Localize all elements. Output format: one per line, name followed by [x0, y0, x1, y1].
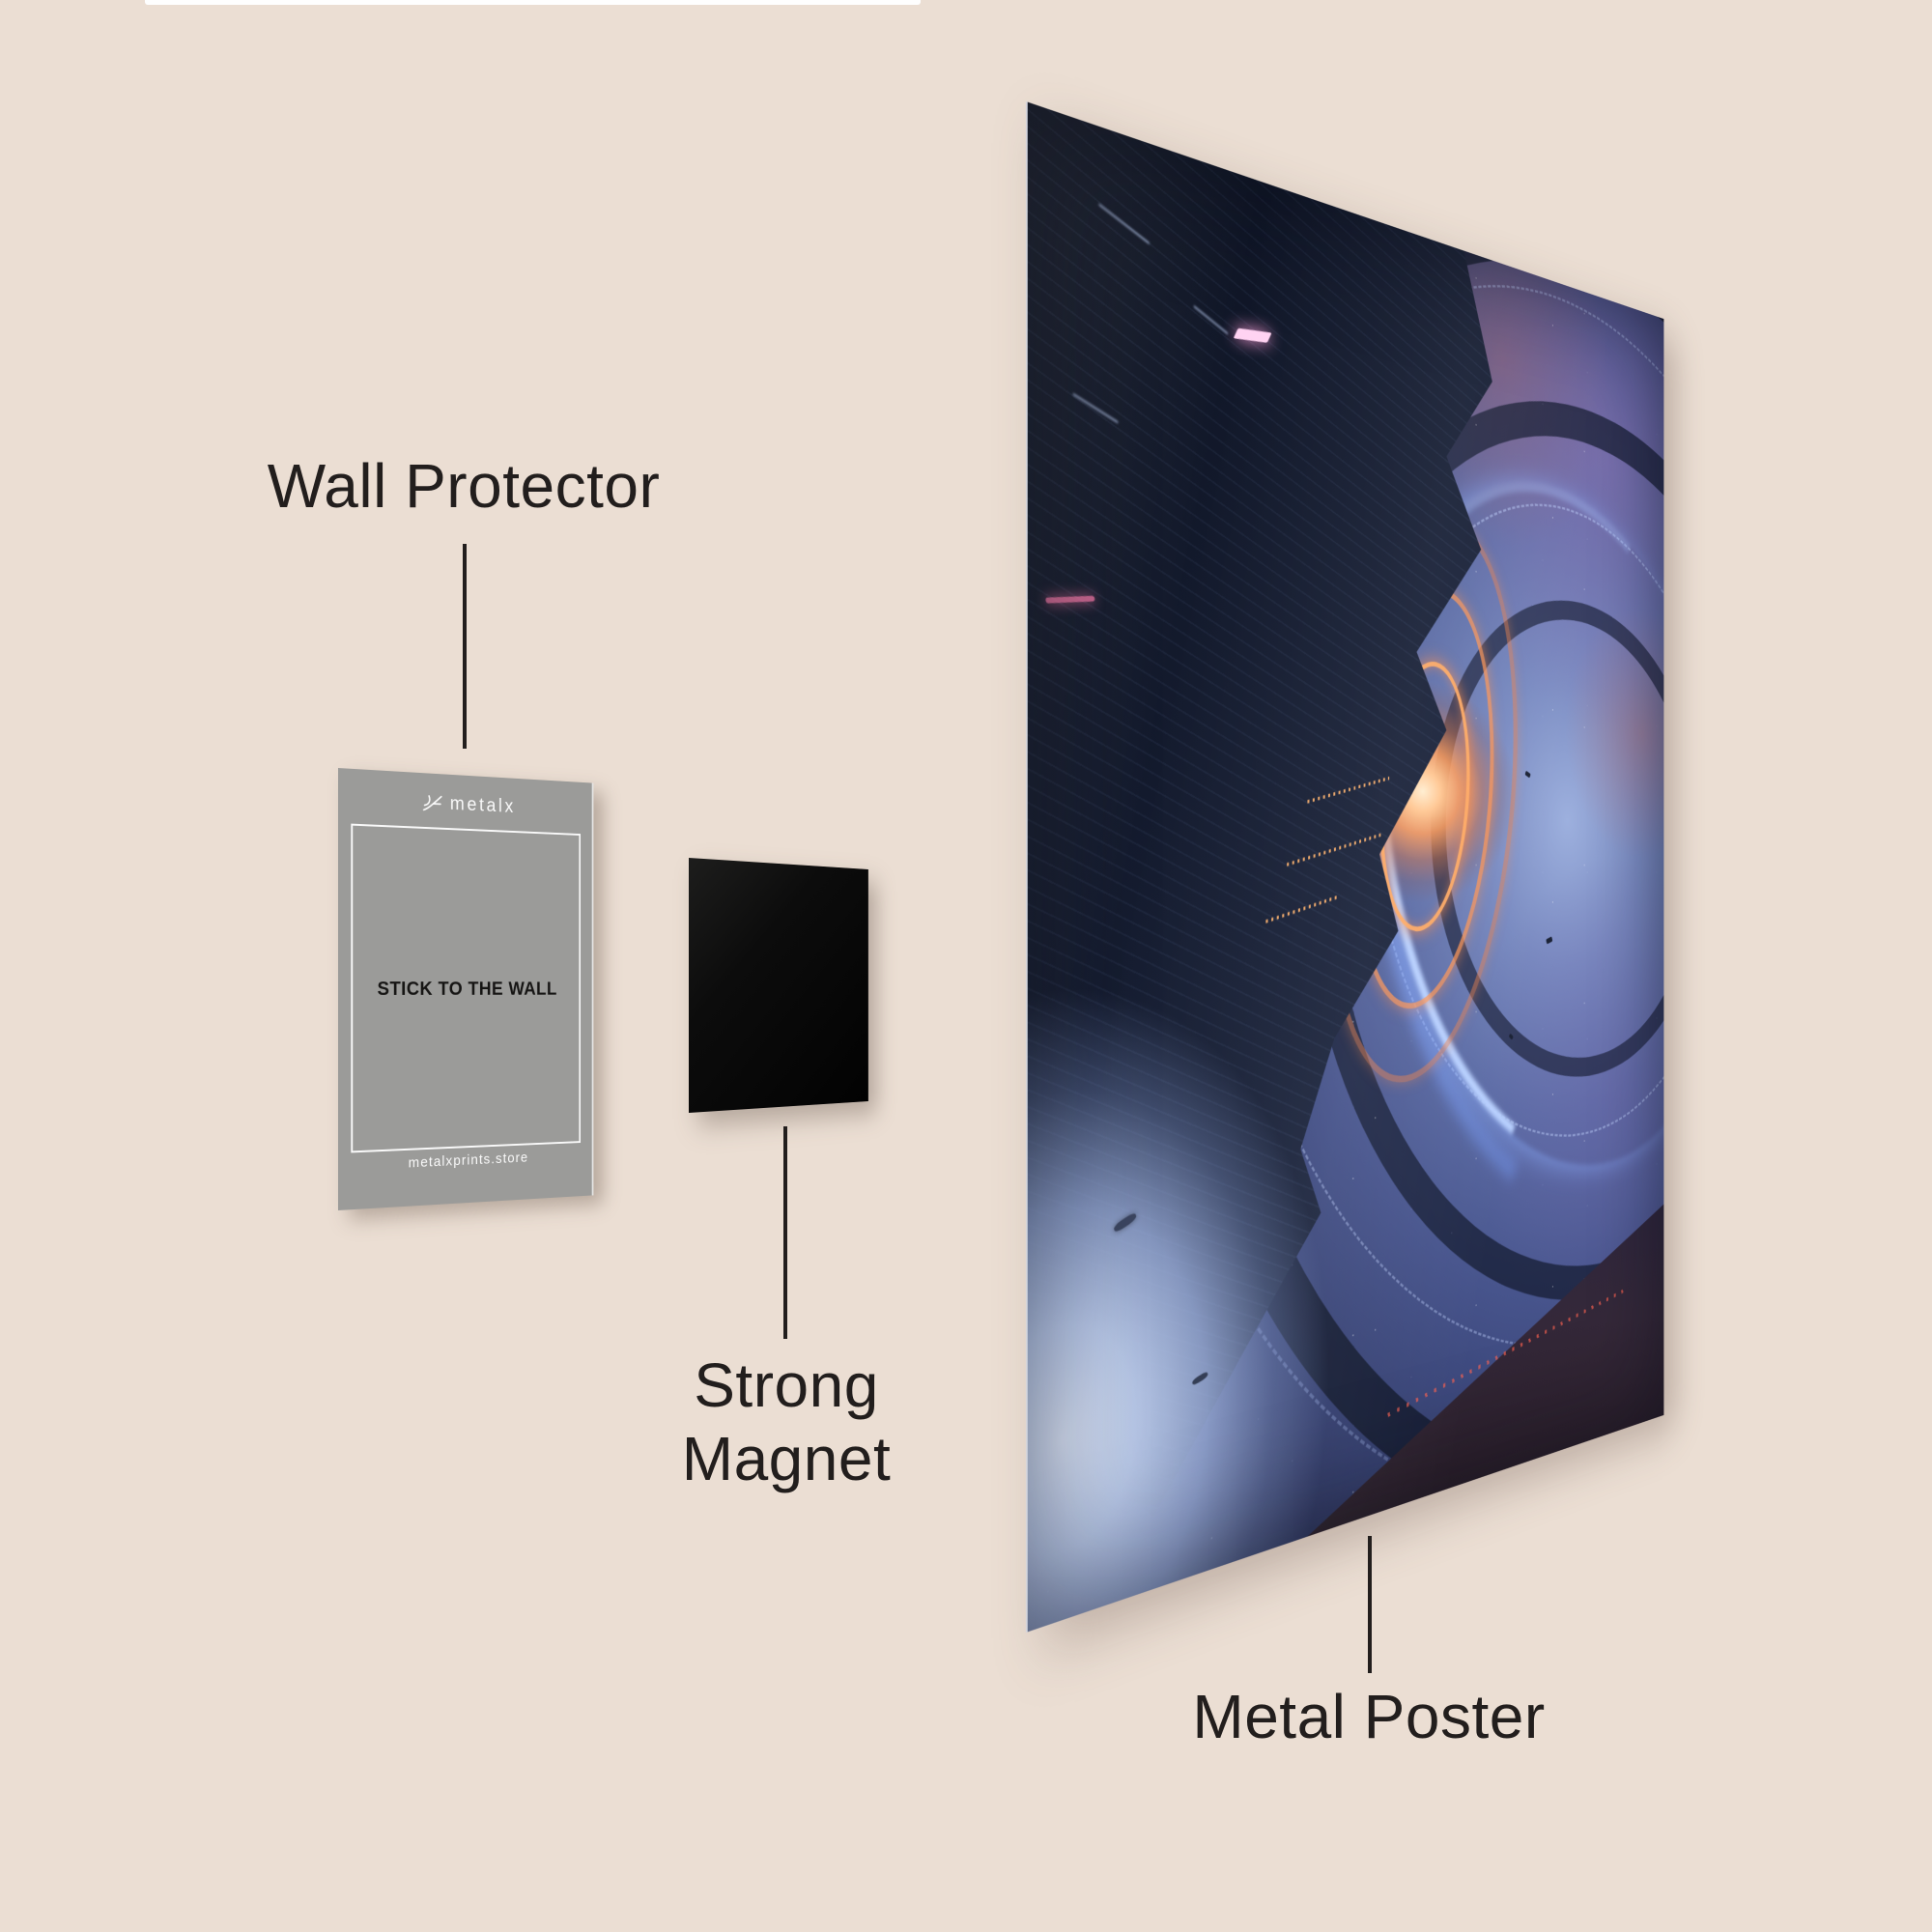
poster-artwork: [1027, 101, 1664, 1633]
top-edge-strip: [145, 0, 921, 5]
strong-magnet-square: [689, 858, 868, 1113]
wall-protector-leader-line: [463, 544, 467, 749]
metal-poster: [1026, 101, 1664, 1633]
strong-magnet-label-line2: Magnet: [681, 1424, 892, 1493]
metal-poster-label: Metal Poster: [1192, 1682, 1546, 1751]
metalx-logo-glyph-icon: [422, 793, 443, 813]
strong-magnet-label: Strong Magnet: [682, 1349, 891, 1495]
brand-logo: metalx: [338, 787, 592, 822]
brand-logo-text: metalx: [449, 793, 516, 817]
metal-poster-leader-line: [1368, 1536, 1372, 1673]
card-message: STICK TO THE WALL: [377, 979, 557, 1000]
poster-vignette: [1028, 102, 1664, 1633]
wall-protector-label: Wall Protector: [267, 451, 661, 521]
strong-magnet-leader-line: [783, 1126, 787, 1339]
wall-protector-card: metalx STICK TO THE WALL metalxprints.st…: [338, 768, 594, 1210]
strong-magnet-label-line1: Strong: [694, 1350, 879, 1420]
